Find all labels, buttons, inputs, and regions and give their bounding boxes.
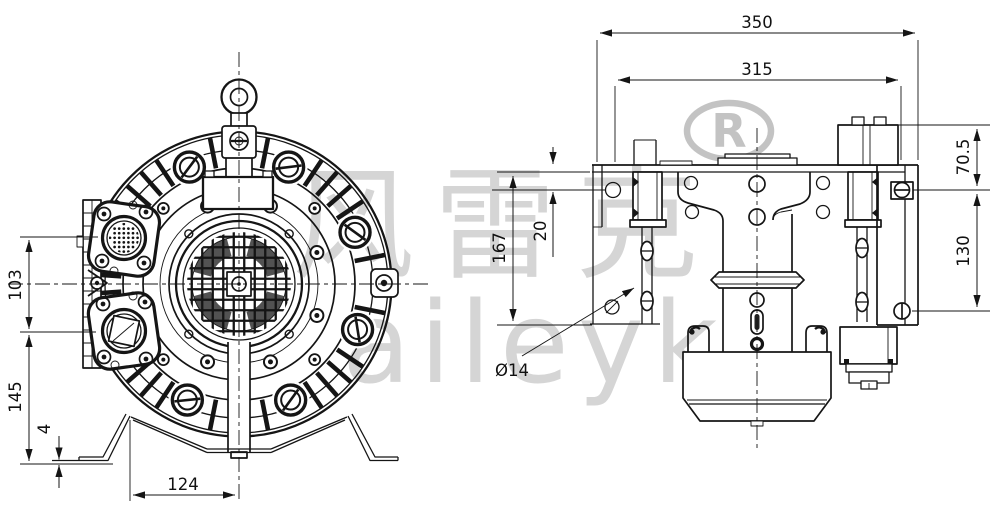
dim-top-to-bracket-hole-label: 70.5 bbox=[954, 139, 973, 176]
body-outline bbox=[677, 172, 811, 352]
dim-overall-width: 350 bbox=[596, 13, 919, 162]
muffler-tube-left bbox=[590, 139, 667, 325]
outlet-port-lower bbox=[86, 291, 162, 371]
dim-center-to-base: 145 bbox=[6, 335, 113, 465]
dim-flange-height: 167 bbox=[490, 171, 592, 326]
rubber-mounts bbox=[687, 325, 828, 352]
dim-foot-plate-thickness: 4 bbox=[35, 424, 63, 488]
feet bbox=[52, 413, 399, 462]
perforated-muffler bbox=[109, 223, 139, 253]
port-screws-lower bbox=[95, 291, 154, 370]
dim-overall-width-label: 350 bbox=[741, 13, 773, 32]
dim-center-to-base-label: 145 bbox=[6, 381, 25, 413]
dim-mount-hole-diameter: Ø14 bbox=[495, 287, 635, 380]
right-foot bbox=[347, 413, 399, 462]
dim-flange-height-label: 167 bbox=[490, 232, 509, 264]
flange-hole bbox=[604, 181, 622, 199]
dim-foot-spacing-label: 124 bbox=[167, 475, 199, 494]
dim-top-to-bracket-hole: 70.5 bbox=[898, 124, 990, 191]
side-view bbox=[590, 116, 919, 448]
front-view bbox=[8, 52, 432, 502]
nameplate bbox=[201, 170, 275, 211]
dim-flange-width-label: 315 bbox=[741, 60, 773, 79]
inlet-flange-boss bbox=[717, 153, 798, 166]
inlet-port-upper bbox=[86, 200, 162, 278]
cover-bolt-ring bbox=[168, 148, 377, 420]
dim-hole-edge-offset-label: 20 bbox=[531, 221, 550, 242]
muffler-tube-right bbox=[844, 171, 882, 322]
dim-hole-edge-offset: 20 bbox=[492, 147, 605, 257]
rim-screw-housing bbox=[370, 268, 399, 298]
dim-bracket-hole-spacing-label: 130 bbox=[954, 235, 973, 267]
dimension-annotations: 350 315 70.5 130 167 2 bbox=[6, 13, 990, 501]
capacitor-box bbox=[839, 326, 898, 390]
watermark-latin-text: aileyk bbox=[342, 279, 727, 409]
port-screws-upper bbox=[94, 200, 154, 276]
dim-bracket-hole-spacing: 130 bbox=[912, 194, 990, 312]
dim-flange-width: 315 bbox=[614, 60, 902, 162]
motor-end-cap bbox=[682, 351, 832, 427]
dim-mount-hole-diameter-label: Ø14 bbox=[495, 361, 529, 380]
dim-foot-plate-thickness-label: 4 bbox=[35, 424, 54, 435]
dim-foot-spacing: 124 bbox=[129, 420, 235, 501]
dim-port-center-spacing: 103 bbox=[6, 236, 98, 333]
mounting-plate bbox=[876, 165, 919, 326]
dim-port-center-spacing-label: 103 bbox=[6, 269, 25, 301]
clamp-band bbox=[710, 271, 805, 289]
left-foot bbox=[52, 413, 131, 462]
front-centerlines bbox=[8, 52, 432, 502]
registered-mark-letter: R bbox=[711, 104, 746, 158]
terminal-box bbox=[837, 116, 899, 166]
